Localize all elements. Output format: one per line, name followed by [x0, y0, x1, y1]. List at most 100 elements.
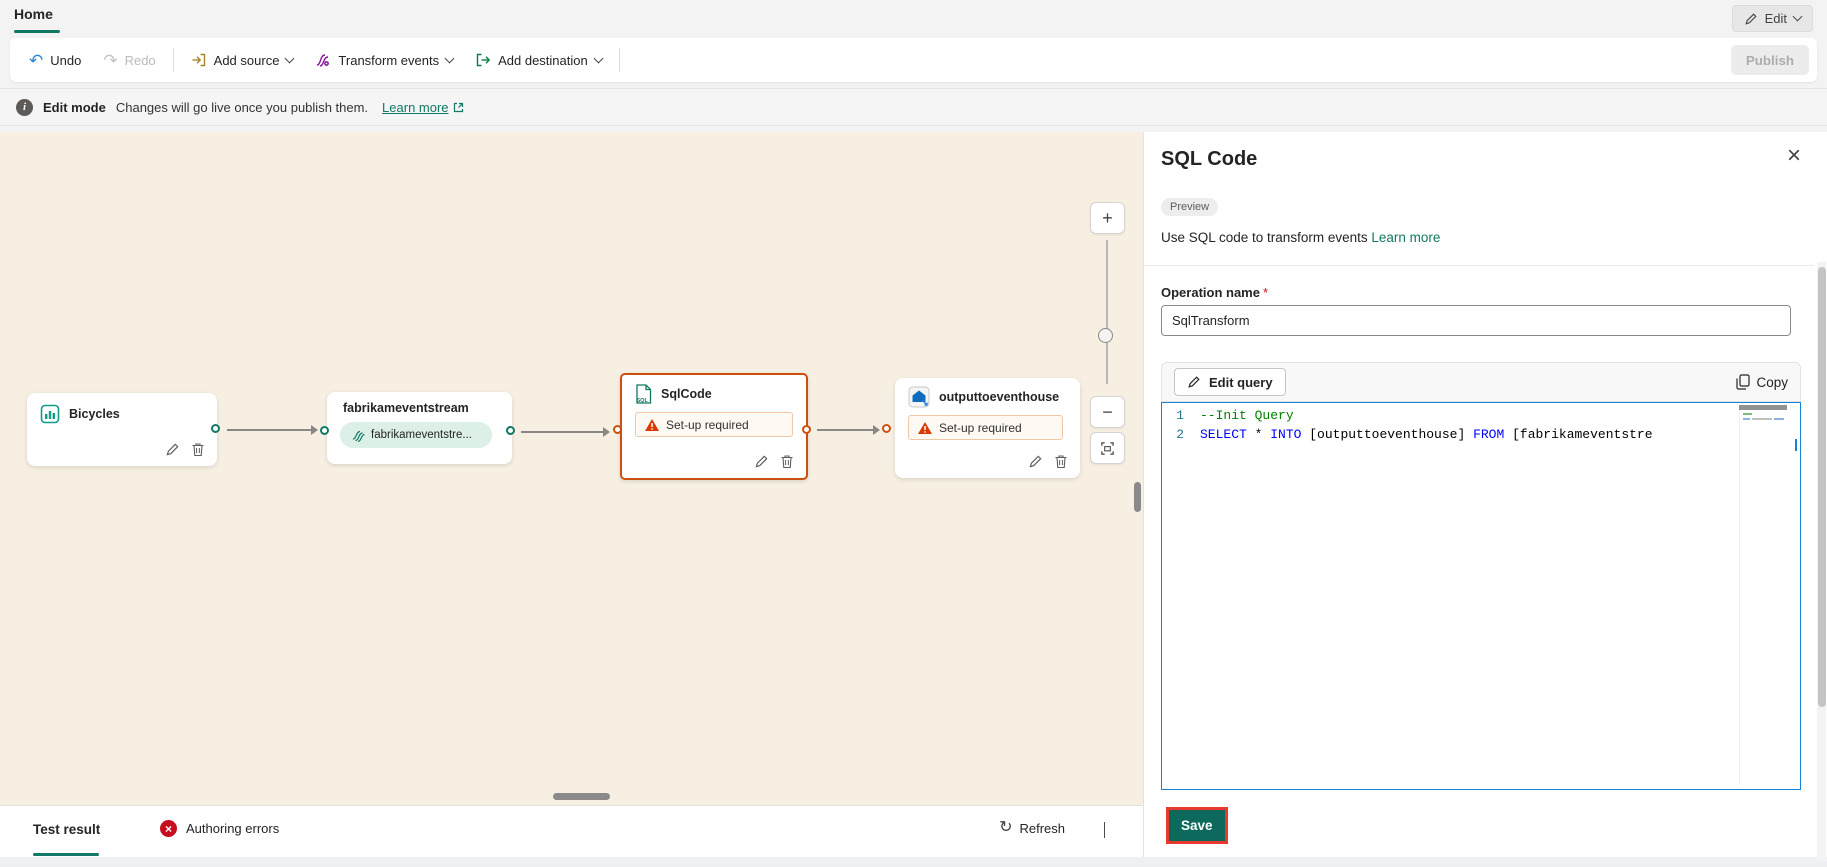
edit-node-icon[interactable]: [1028, 454, 1043, 469]
code-comment: --Init Query: [1200, 408, 1294, 423]
eventstream-icon: [352, 429, 365, 442]
authoring-errors-label: Authoring errors: [186, 821, 280, 836]
chevron-down-icon: [593, 53, 604, 63]
sql-code-editor[interactable]: 1 --Init Query 2 SELECT * INTO [outputto…: [1161, 402, 1801, 790]
learn-more-label: Learn more: [382, 99, 449, 115]
node-eventhouse[interactable]: outputtoeventhouse Set-up required: [895, 378, 1080, 478]
publish-button[interactable]: Publish: [1730, 45, 1809, 75]
edge-sqlcode-to-eventhouse: [817, 425, 880, 435]
minimap-mark: [1743, 413, 1752, 415]
edge-eventstream-to-sqlcode: [521, 427, 610, 437]
minimap-mark: [1743, 418, 1750, 420]
node-title: fabrikameventstream: [343, 401, 469, 415]
redo-button[interactable]: ↷ Redo: [92, 44, 166, 76]
vertical-scrollbar[interactable]: [1134, 482, 1141, 512]
panel-title: SQL Code: [1161, 148, 1258, 170]
connector-out[interactable]: [802, 425, 811, 434]
add-source-label: Add source: [213, 52, 280, 68]
panel-description: Use SQL code to transform events Learn m…: [1161, 230, 1440, 245]
command-bar: ↶ Undo ↷ Redo Add source Transform event…: [10, 38, 1817, 82]
node-title: outputtoeventhouse: [939, 390, 1060, 404]
edit-button-label: Edit: [1764, 11, 1787, 26]
toolbar-divider: [172, 48, 174, 72]
horizontal-scrollbar[interactable]: [553, 793, 610, 800]
save-button-highlight: Save: [1166, 807, 1228, 844]
chevron-down-icon: [284, 53, 295, 63]
error-badge-icon: ×: [160, 820, 177, 837]
connector-in[interactable]: [320, 426, 329, 435]
delete-node-icon[interactable]: [191, 442, 205, 457]
code-line: 1 --Init Query: [1162, 406, 1800, 425]
overview-cursor-mark: [1795, 439, 1797, 451]
transform-events-label: Transform events: [338, 52, 440, 68]
setup-required-badge: Set-up required: [908, 415, 1063, 440]
page-bottom-strip: [0, 857, 1827, 867]
copy-label: Copy: [1756, 374, 1788, 390]
transform-events-button[interactable]: Transform events: [304, 44, 464, 76]
copy-button[interactable]: Copy: [1736, 374, 1788, 390]
setup-required-label: Set-up required: [939, 420, 1022, 435]
refresh-button[interactable]: ↻ Refresh: [999, 820, 1065, 836]
required-marker: *: [1262, 285, 1269, 300]
panel-divider: [1144, 265, 1814, 266]
external-link-icon: [453, 102, 463, 112]
undo-button[interactable]: ↶ Undo: [18, 44, 92, 76]
zoom-slider-handle[interactable]: [1098, 328, 1113, 343]
refresh-label: Refresh: [1019, 820, 1065, 836]
tab-authoring-errors[interactable]: × Authoring errors: [160, 820, 279, 837]
banner-learn-more-link[interactable]: Learn more: [382, 100, 463, 115]
editor-toolbar: Edit query Copy: [1161, 362, 1801, 402]
edit-query-button[interactable]: Edit query: [1174, 368, 1286, 396]
eventstream-canvas[interactable]: Bicycles fabrikameventstream fabrikamev: [0, 132, 1143, 805]
refresh-icon: ↻: [999, 819, 1013, 836]
connector-in[interactable]: [882, 424, 891, 433]
eventhouse-icon: [908, 386, 930, 408]
connector-in[interactable]: [613, 425, 622, 434]
add-destination-icon: [475, 52, 491, 68]
zoom-out-button[interactable]: −: [1090, 396, 1125, 428]
editor-minimap[interactable]: [1739, 405, 1787, 785]
collapse-panel-button[interactable]: [1104, 822, 1105, 838]
node-sqlcode[interactable]: SQL SqlCode Set-up required: [620, 373, 808, 480]
sql-code-icon: SQL: [635, 384, 652, 404]
setup-required-badge: Set-up required: [635, 412, 793, 437]
minimap-slider: [1739, 405, 1787, 410]
redo-icon: ↷: [103, 50, 118, 70]
add-destination-button[interactable]: Add destination: [464, 44, 613, 76]
sample-data-icon: [40, 404, 60, 424]
delete-node-icon[interactable]: [1054, 454, 1068, 469]
minimap-mark: [1752, 418, 1772, 420]
node-eventstream[interactable]: fabrikameventstream fabrikameventstre...: [327, 392, 512, 464]
panel-scrollbar-thumb[interactable]: [1818, 267, 1826, 707]
banner-title: Edit mode: [43, 99, 106, 115]
delete-node-icon[interactable]: [780, 454, 794, 469]
stream-pill[interactable]: fabrikameventstre...: [340, 422, 492, 448]
node-bicycles[interactable]: Bicycles: [27, 393, 217, 466]
transform-events-icon: [315, 52, 331, 68]
tab-home[interactable]: Home: [14, 6, 53, 22]
tab-home-underline: [14, 30, 60, 33]
undo-label: Undo: [50, 52, 82, 68]
edit-mode-banner: i Edit mode Changes will go live once yo…: [0, 88, 1827, 126]
edit-node-icon[interactable]: [165, 442, 180, 457]
edit-node-icon[interactable]: [754, 454, 769, 469]
operation-name-input[interactable]: [1161, 305, 1791, 336]
connector-out[interactable]: [211, 424, 220, 433]
operation-name-label: Operation name*: [1161, 285, 1268, 300]
zoom-in-button[interactable]: +: [1090, 202, 1125, 234]
line-number: 2: [1176, 427, 1184, 442]
tab-test-result[interactable]: Test result: [33, 822, 101, 837]
connector-out[interactable]: [506, 426, 515, 435]
undo-icon: ↶: [29, 50, 44, 70]
toolbar-divider: [618, 48, 620, 72]
warning-icon: [645, 418, 659, 431]
description-text: Use SQL code to transform events: [1161, 230, 1368, 245]
add-source-button[interactable]: Add source: [180, 44, 305, 76]
edit-mode-button[interactable]: Edit: [1731, 5, 1813, 32]
node-title: Bicycles: [69, 407, 120, 421]
close-icon[interactable]: ×: [1786, 142, 1801, 169]
panel-learn-more-link[interactable]: Learn more: [1371, 230, 1441, 245]
save-button[interactable]: Save: [1169, 810, 1225, 841]
fit-to-screen-button[interactable]: [1090, 432, 1125, 464]
